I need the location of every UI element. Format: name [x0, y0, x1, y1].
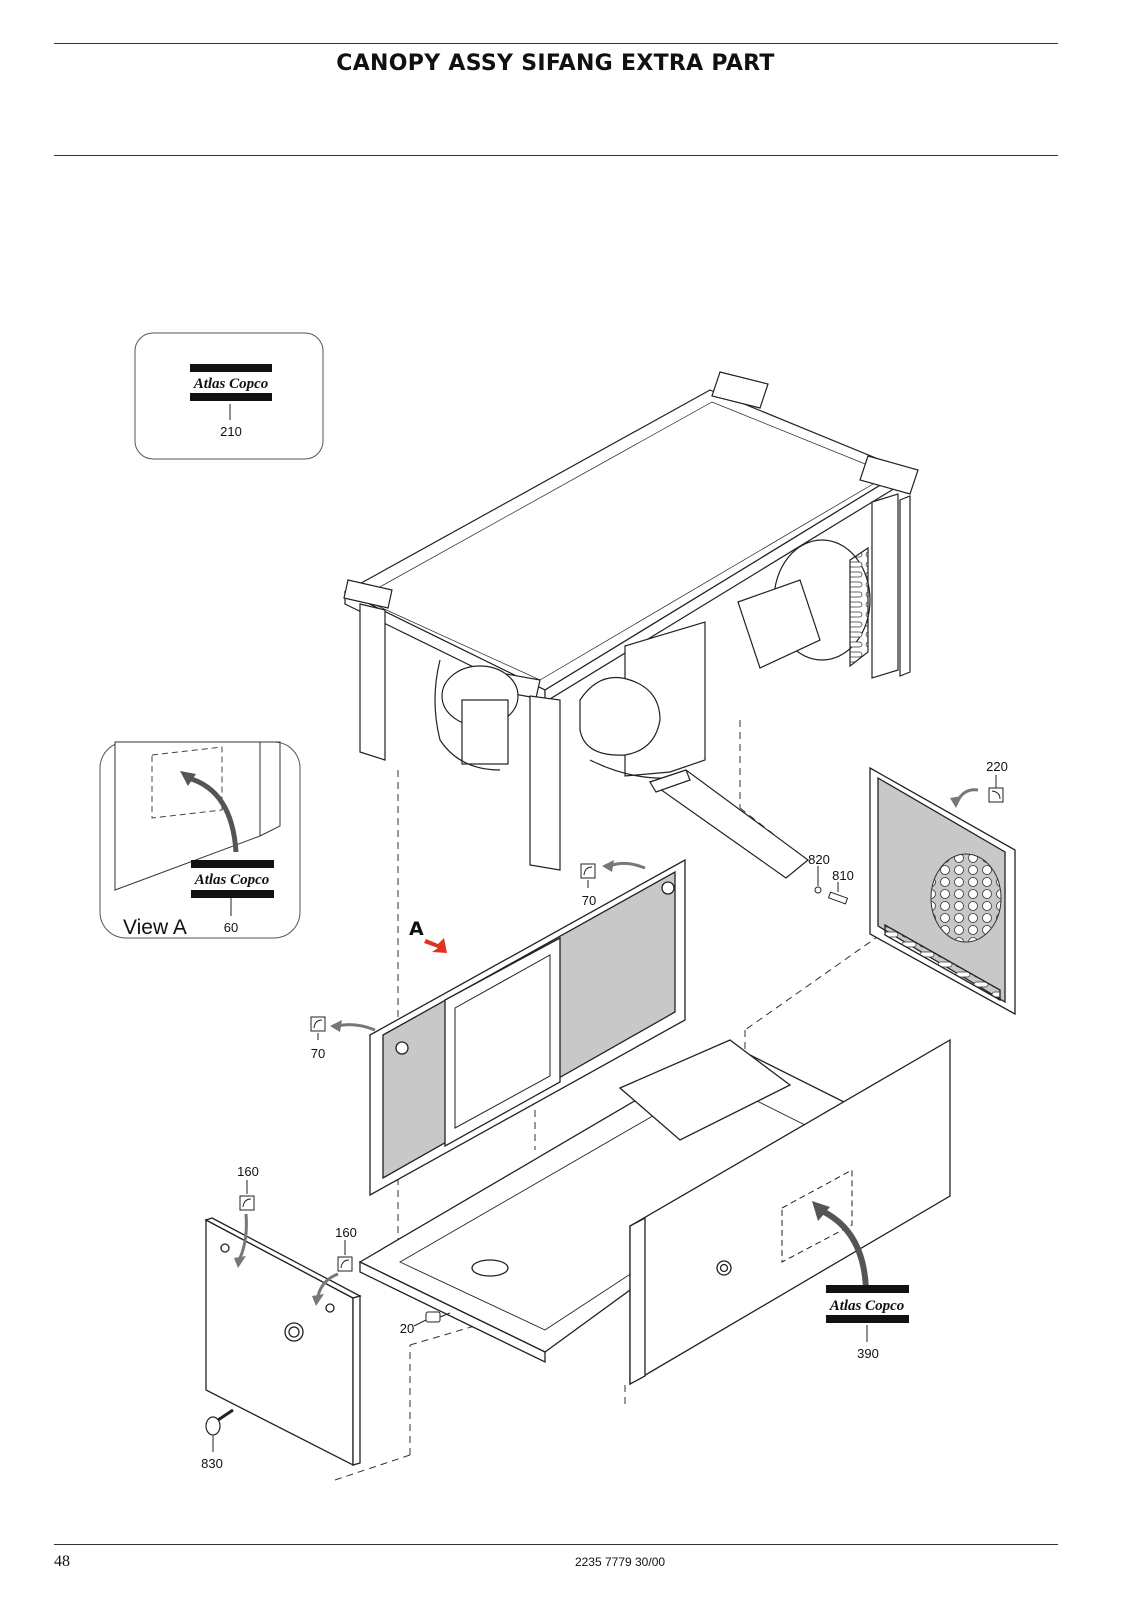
alignment-lines [334, 720, 881, 1481]
side-panel-right [629, 1038, 951, 1386]
logo-text-60: Atlas Copco [194, 872, 270, 888]
callout-210: 210 [220, 424, 242, 439]
footer-rule [54, 1544, 1058, 1545]
page-number: 48 [54, 1553, 70, 1570]
decal-icon-160-lower [337, 1256, 353, 1272]
callout-20: 20 [400, 1321, 414, 1336]
callout-390: 390 [857, 1346, 879, 1361]
inset-view-a: Atlas Copco [99, 741, 301, 939]
atlas-copco-logo-60: Atlas Copco [191, 860, 274, 898]
view-a-marker: A [409, 918, 424, 940]
decal-icon-160-upper [239, 1195, 255, 1211]
base-tray [358, 1039, 872, 1364]
inset-logo-210: Atlas Copco [134, 332, 324, 460]
decal-icon-70-lower [310, 1016, 326, 1032]
callout-830: 830 [201, 1456, 223, 1471]
door-panel-center [369, 858, 686, 1197]
atlas-copco-logo-390: Atlas Copco [826, 1285, 909, 1323]
top-rule [54, 43, 1058, 44]
callout-220: 220 [986, 759, 1008, 774]
callout-820: 820 [808, 852, 830, 867]
callout-160-upper: 160 [237, 1164, 259, 1179]
grille-panel-220 [869, 766, 1016, 1016]
callout-70-lower: 70 [311, 1046, 325, 1061]
arrow-heads [234, 796, 962, 1306]
callout-60: 60 [224, 920, 238, 935]
view-a-red-arrow [424, 938, 447, 953]
key-830 [205, 1408, 234, 1436]
handle-bracket [648, 769, 809, 879]
view-a-label: View A [123, 916, 187, 939]
canopy-frame [343, 371, 919, 871]
decal-icon-220 [988, 787, 1004, 803]
decal-icon-70-upper [580, 863, 596, 879]
callout-160-lower: 160 [335, 1225, 357, 1240]
door-panel-left [204, 1217, 362, 1467]
document-number: 2235 7779 30/00 [574, 1555, 666, 1569]
logo-text-210: Atlas Copco [193, 376, 269, 392]
callout-810: 810 [832, 868, 854, 883]
atlas-copco-logo-210: Atlas Copco [190, 364, 272, 401]
callout-70-upper: 70 [582, 893, 596, 908]
header-bottom-rule [54, 155, 1058, 156]
page-title: CANOPY ASSY SIFANG EXTRA PART [336, 51, 775, 76]
leader-lines [212, 775, 997, 1452]
screw-20 [425, 1311, 451, 1323]
screw-810 [814, 886, 849, 905]
logo-text-390: Atlas Copco [829, 1298, 905, 1314]
